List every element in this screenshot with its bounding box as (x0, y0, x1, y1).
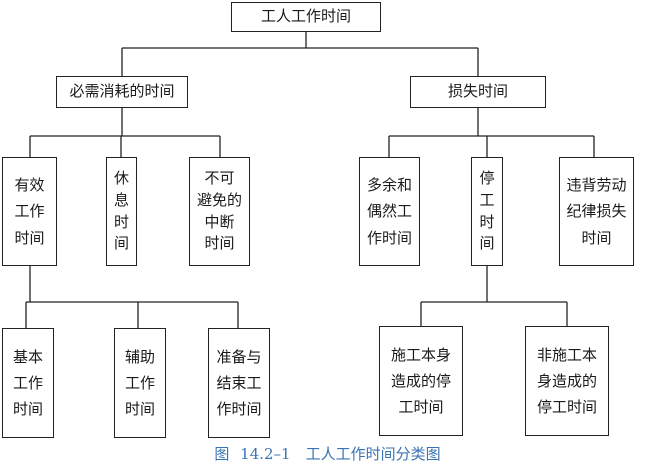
node-preparation-ending-work-time-label: 准备与 结束工 作时间 (216, 347, 262, 419)
node-construction-caused-downtime: 施工本身 造成的停 工时间 (379, 326, 463, 436)
node-unavoidable-interruption-time: 不可 避免的 中断 时间 (189, 157, 250, 266)
node-non-construction-caused-downtime-label: 非施工本 身造成的 停工时间 (536, 345, 597, 417)
node-loss-time: 损失时间 (410, 76, 546, 108)
node-necessary-time-label: 必需消耗的时间 (69, 82, 175, 101)
node-downtime: 停 工 时 间 (471, 157, 503, 266)
node-rest-time: 休 息 时 间 (106, 157, 137, 266)
node-auxiliary-work-time: 辅助 工作 时间 (114, 328, 166, 438)
node-basic-work-time: 基本 工作 时间 (2, 328, 54, 438)
node-labor-discipline-loss-time-label: 违背劳动 纪律损失 时间 (566, 176, 627, 247)
node-surplus-accidental-work-time: 多余和 偶然工 作时间 (359, 157, 420, 266)
node-loss-time-label: 损失时间 (447, 82, 508, 101)
node-effective-work-time: 有效 工作 时间 (2, 157, 57, 266)
node-basic-work-time-label: 基本 工作 时间 (12, 347, 43, 419)
node-root-label: 工人工作时间 (260, 7, 351, 26)
node-construction-caused-downtime-label: 施工本身 造成的停 工时间 (390, 345, 451, 417)
node-labor-discipline-loss-time: 违背劳动 纪律损失 时间 (559, 157, 634, 266)
node-auxiliary-work-time-label: 辅助 工作 时间 (124, 347, 155, 419)
node-preparation-ending-work-time: 准备与 结束工 作时间 (208, 328, 270, 438)
node-rest-time-label: 休 息 时 间 (113, 169, 129, 253)
figure-caption: 图 14.2–1 工人工作时间分类图 (214, 445, 441, 463)
node-non-construction-caused-downtime: 非施工本 身造成的 停工时间 (525, 326, 609, 436)
node-surplus-accidental-work-time-label: 多余和 偶然工 作时间 (366, 176, 412, 247)
node-downtime-label: 停 工 时 间 (479, 169, 495, 253)
node-unavoidable-interruption-time-label: 不可 避免的 中断 时间 (196, 169, 242, 253)
node-root: 工人工作时间 (231, 2, 381, 32)
node-necessary-time: 必需消耗的时间 (56, 76, 188, 108)
node-effective-work-time-label: 有效 工作 时间 (14, 176, 45, 247)
